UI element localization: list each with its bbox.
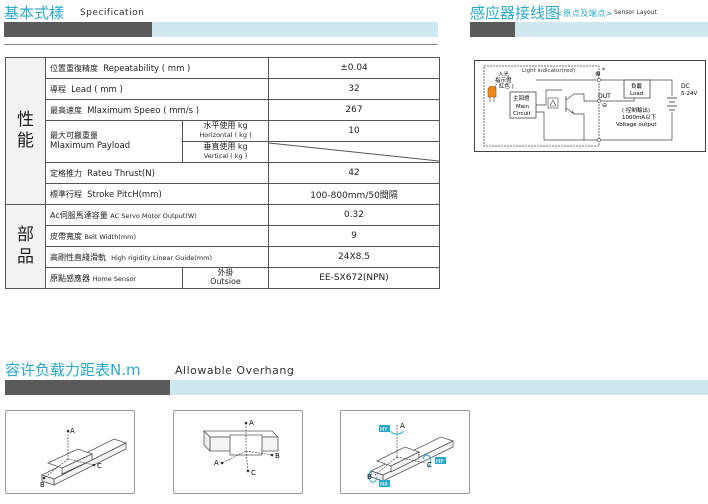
label-a-lower: A	[214, 459, 219, 467]
incoming-light-label-2: 指示燈	[495, 76, 512, 84]
label-a: A	[400, 422, 405, 430]
spec-label: 標準行程 Stroke PitcH(mm)	[45, 183, 269, 205]
label-c: C	[427, 461, 432, 469]
layout-title-en: Sensor Layout	[614, 9, 657, 16]
voltage-output-label: Voltage output	[616, 122, 657, 128]
control-output-label: ( 控制輸出)	[622, 106, 650, 114]
label-c: C	[97, 462, 102, 470]
out-label: OUT	[598, 93, 611, 100]
label-my: MY	[380, 427, 388, 433]
group-performance: 性能	[5, 57, 46, 205]
spec-label: Ac伺服馬達容量 AC Servo Motor Output(W)	[45, 204, 269, 226]
minus-terminal: ⊖	[602, 102, 607, 109]
spec-value: 9	[268, 225, 440, 247]
diode-icon	[547, 97, 559, 109]
spec-value: EE-SX672(NPN)	[268, 267, 440, 289]
spec-value: 267	[268, 99, 440, 121]
layout-title-mid: <原点及端点>	[556, 9, 613, 18]
overhang-diagram-side: A A B C	[173, 410, 303, 494]
table-row: 皮帶寬度 Belt Width(mm) 9	[6, 225, 440, 247]
spec-label: 位置重復精度 Repeatability ( mm )	[45, 57, 269, 79]
load-cn: 負載	[631, 82, 643, 90]
incoming-light-label-3: ( 紅色 )	[495, 82, 514, 90]
spec-title-en: Specification	[80, 8, 145, 18]
label-b: B	[367, 473, 372, 481]
side-mount-drawing: A A B C	[203, 419, 280, 477]
spec-value: 0.32	[268, 204, 440, 226]
label-a: A	[249, 419, 254, 427]
led-icon	[487, 85, 497, 102]
payload-vertical-value-empty	[268, 141, 440, 163]
overhang-header-bar-light	[170, 380, 708, 395]
overhang-header-bar-dark	[5, 380, 170, 395]
overhang-title-en: Allowable Overhang	[175, 364, 295, 377]
main-circuit-en-1: Main	[516, 104, 530, 110]
horizontal-mount-drawing: A B C	[40, 427, 128, 489]
label-b: B	[40, 481, 45, 489]
overhang-diagram-horizontal: A B C	[5, 410, 135, 494]
label-mr: MR	[380, 482, 388, 488]
payload-horizontal-value: 10	[268, 120, 440, 142]
light-indicator-label: Light indicator(red)	[522, 68, 575, 74]
table-row: 最高速度 Mlaximum Speeo ( mm/s ) 267	[6, 99, 440, 121]
main-circuit-cn: 主回燈	[513, 94, 530, 102]
spec-value: 100-800mm/50間隔	[268, 183, 440, 205]
spec-value: ±0.04	[268, 57, 440, 79]
label-c: C	[251, 469, 256, 477]
spec-header-bar-dark	[4, 22, 152, 37]
label-b: B	[275, 452, 280, 460]
spec-label: 最高速度 Mlaximum Speeo ( mm/s )	[45, 99, 269, 121]
table-row: 性能 位置重復精度 Repeatability ( mm ) ±0.04	[5, 57, 440, 205]
label-mp: MP	[436, 459, 443, 465]
spec-header-bar-light	[152, 22, 438, 37]
group-components: 部品	[5, 204, 46, 289]
transistor-icon	[565, 93, 575, 115]
load-box	[623, 79, 651, 99]
table-row: 標準行程 Stroke PitcH(mm) 100-800mm/50間隔	[6, 183, 440, 205]
table-row: 定格推力 Rateu Thrust(N) 42	[6, 162, 440, 184]
plus-terminal: ⊕	[595, 70, 601, 78]
spec-table: 性能 位置重復精度 Repeatability ( mm ) ±0.04 導程 …	[5, 57, 440, 289]
spec-label: 定格推力 Rateu Thrust(N)	[45, 162, 269, 184]
overhang-diagram-moments: MY MR MP A B C	[340, 410, 470, 494]
dc-voltage: 5-24V	[681, 91, 697, 97]
table-row: 導程 Lead ( mm ) 32	[6, 78, 440, 100]
table-row: 部品 Ac伺服馬達容量 AC Servo Motor Output(W) 0.3…	[5, 204, 440, 289]
label-a: A	[70, 427, 75, 435]
moment-drawing: MY MR MP A B C	[367, 422, 455, 488]
spec-title: 基本式樣	[4, 4, 65, 22]
dc-label: DC	[681, 83, 690, 90]
layout-title: 感应器接线图	[470, 4, 561, 22]
table-row: 高剛性直綫滑軌 High rigidity Linear Guide(mm) 2…	[6, 246, 440, 268]
sensor-wiring-diagram: Light indicator(red) 入光 指示燈 ( 紅色 ) 主回燈 M…	[474, 60, 706, 152]
layout-header-bar-dark	[470, 22, 515, 37]
battery-icon	[667, 97, 677, 111]
current-limit-label: 1000mA以下	[622, 114, 657, 121]
spec-label: 原點感應器 Home Sensor	[45, 267, 183, 289]
overhang-title: 容许负载力距表N.m	[5, 361, 141, 379]
diagonal-slash	[269, 142, 439, 162]
spec-value: 32	[268, 78, 440, 100]
spec-label: 導程 Lead ( mm )	[45, 78, 269, 100]
spec-header-rule	[4, 44, 438, 45]
spec-label: 皮帶寬度 Belt Width(mm)	[45, 225, 269, 247]
spec-value: 42	[268, 162, 440, 184]
load-en: Load	[630, 91, 643, 97]
spec-value: 24X8.5	[268, 246, 440, 268]
main-circuit-en-2: Circuit	[513, 111, 532, 117]
star-mark: *	[602, 67, 605, 74]
incoming-light-label-1: 入光	[498, 70, 510, 78]
spec-label: 高剛性直綫滑軌 High rigidity Linear Guide(mm)	[45, 246, 269, 268]
layout-header-bar-light	[515, 22, 708, 37]
